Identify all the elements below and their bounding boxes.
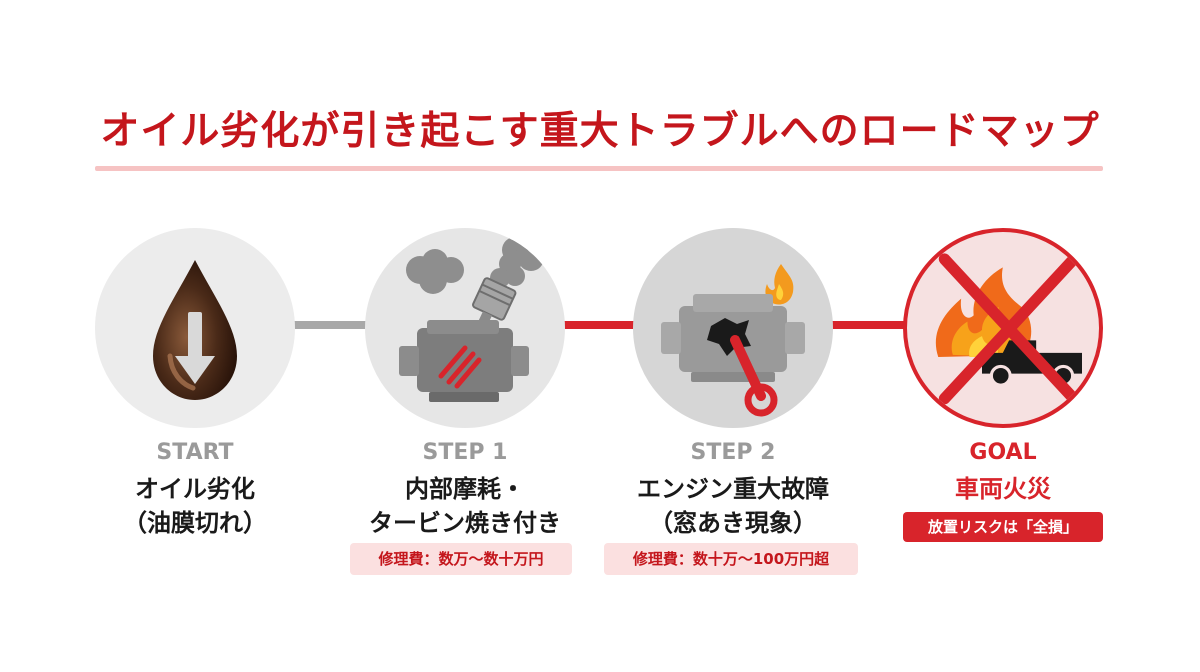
oil-drop-down-arrow-icon	[153, 260, 237, 400]
stage-step1-label: STEP 1	[422, 440, 508, 465]
connector-start-step1	[290, 321, 368, 329]
stage-step2-label: STEP 2	[690, 440, 776, 465]
stage-goal-title-line1: 車両火災	[955, 475, 1051, 503]
stage-step1-title: 内部摩耗・ タービン焼き付き	[335, 472, 595, 540]
page-title: オイル劣化が引き起こす重大トラブルへのロードマップ	[100, 109, 1100, 154]
car-fire-crossed-icon	[935, 253, 1082, 405]
connector-step1-step2	[560, 321, 638, 329]
stage-goal-label: GOAL	[969, 440, 1037, 465]
stage-step2-circle	[633, 228, 833, 428]
stage-goal-title: 車両火災	[873, 472, 1133, 506]
stage-step1-title-line1: 内部摩耗・	[405, 475, 525, 503]
stage-start-title-line2: （油膜切れ）	[123, 509, 267, 537]
stage-step1-cost-badge: 修理費：数万〜数十万円	[350, 543, 572, 575]
connector-step2-goal	[830, 321, 908, 329]
stage-goal-risk-badge: 放置リスクは「全損」	[903, 512, 1103, 542]
stage-step2-title: エンジン重大故障 （窓あき現象）	[603, 472, 863, 540]
stage-start-title: オイル劣化 （油膜切れ）	[65, 472, 325, 540]
stage-step2-title-line1: エンジン重大故障	[637, 475, 829, 503]
stage-start-title-line1: オイル劣化	[135, 475, 255, 503]
broken-engine-fire-icon	[661, 264, 805, 417]
stage-step1-circle	[365, 228, 565, 428]
stage-step1-title-line2: タービン焼き付き	[369, 509, 561, 537]
smoking-engine-piston-icon	[399, 231, 544, 402]
stage-goal-circle	[903, 228, 1103, 428]
title-divider	[95, 166, 1103, 171]
stage-start-circle	[95, 228, 295, 428]
stage-step2-cost-badge: 修理費：数十万〜100万円超	[604, 543, 858, 575]
stage-step2-title-line2: （窓あき現象）	[649, 509, 817, 537]
stage-start-label: START	[156, 440, 234, 465]
